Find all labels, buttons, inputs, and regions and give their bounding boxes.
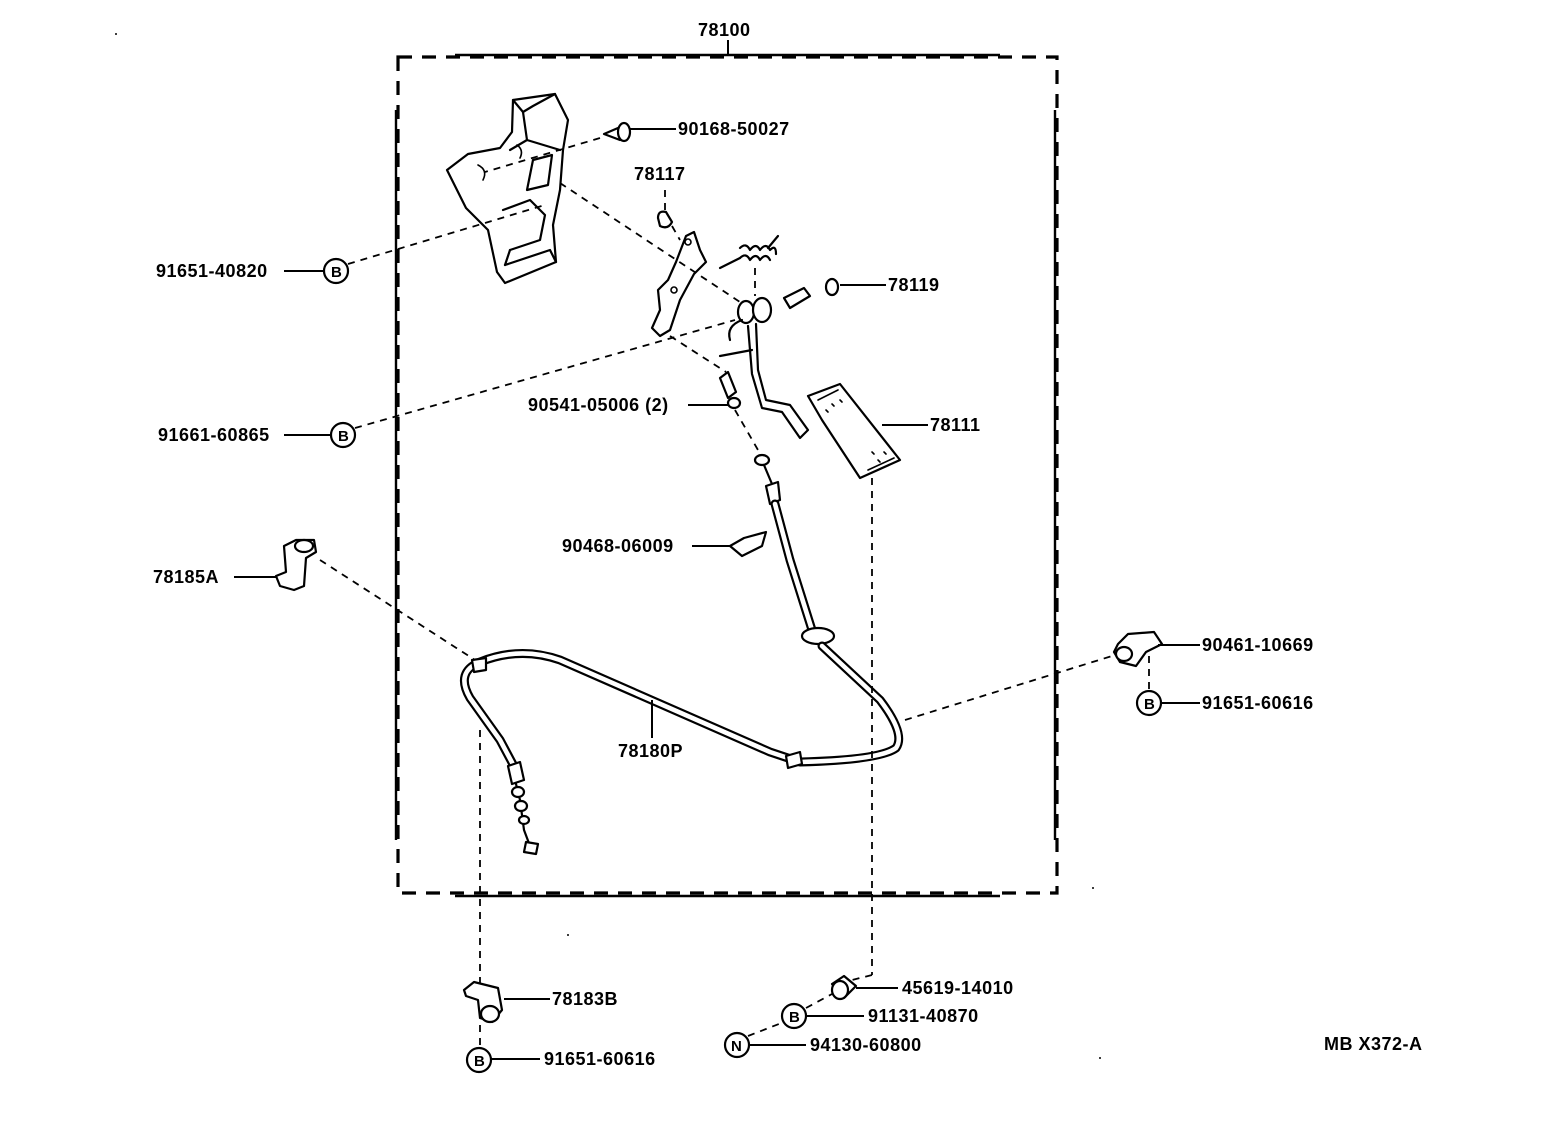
label-stopper: 45619-14010 xyxy=(902,978,1014,998)
bolt-mark-text: B xyxy=(474,1053,485,1070)
bolt-mark-text: B xyxy=(331,264,342,281)
scan-dot xyxy=(567,934,569,936)
bolt-mark-bottom-mid: B xyxy=(780,1002,808,1030)
bolt-mark-text: B xyxy=(1144,696,1155,713)
clamp-90461-icon xyxy=(1112,630,1164,668)
clamp-78185a-icon xyxy=(274,538,318,592)
label-clip-cable: 90468-06009 xyxy=(562,536,674,556)
label-bushing: 78119 xyxy=(888,275,940,295)
bracket-78183b-icon xyxy=(462,980,504,1024)
bolt-90168-icon xyxy=(602,121,632,143)
scan-dot xyxy=(115,33,117,35)
clip-78117-icon xyxy=(656,210,674,229)
stopper-45619-icon xyxy=(830,974,858,1001)
label-clip-upper: 78117 xyxy=(634,164,686,184)
label-pedal-pad: 78111 xyxy=(930,415,981,435)
assembly-frame xyxy=(394,40,1059,898)
bolt-mark-left-upper: B xyxy=(322,257,350,285)
label-bolt-bottom-left: 91651-60616 xyxy=(544,1049,656,1069)
bolt-mark-text: B xyxy=(338,428,349,445)
bolt-mark-left-mid: B xyxy=(329,421,357,449)
bolt-mark-right: B xyxy=(1135,689,1163,717)
scan-dot xyxy=(1092,887,1094,889)
bolt-mark-bottom-left: B xyxy=(465,1046,493,1074)
label-bolt-bottom-mid: 91131-40870 xyxy=(868,1006,979,1026)
label-bolt-right: 91651-60616 xyxy=(1202,693,1314,713)
label-nut-bottom-mid: 94130-60800 xyxy=(810,1035,922,1055)
pin-90541-icon xyxy=(718,370,742,410)
accelerator-cable xyxy=(459,499,904,856)
assembly-label: 78100 xyxy=(698,20,751,40)
nut-mark-text: N xyxy=(731,1038,742,1055)
cable-end-upper xyxy=(753,453,782,506)
label-bracket-bottom: 78183B xyxy=(552,989,618,1009)
label-clamp-right: 90461-10669 xyxy=(1202,635,1314,655)
bushing-78119-icon xyxy=(782,277,840,310)
scan-dot xyxy=(1099,1057,1101,1059)
label-bolt-left-upper: 91651-40820 xyxy=(156,261,268,281)
pedal-bracket xyxy=(445,92,570,285)
return-spring-icon xyxy=(718,234,780,270)
nut-mark-bottom-mid: N xyxy=(723,1031,751,1059)
clip-90468-icon xyxy=(728,530,768,558)
pedal-arm xyxy=(718,296,810,440)
label-clamp-left: 78185A xyxy=(153,567,219,587)
label-pin: 90541-05006 (2) xyxy=(528,395,669,415)
label-bolt-upper: 90168-50027 xyxy=(678,119,790,139)
bolt-mark-text: B xyxy=(789,1009,800,1026)
label-cable: 78180P xyxy=(618,741,683,761)
label-bolt-left-mid: 91661-60865 xyxy=(158,425,270,445)
drawing-code: MB X372-A xyxy=(1324,1034,1423,1054)
pedal-pad xyxy=(806,382,902,480)
lever-plate xyxy=(650,230,708,338)
